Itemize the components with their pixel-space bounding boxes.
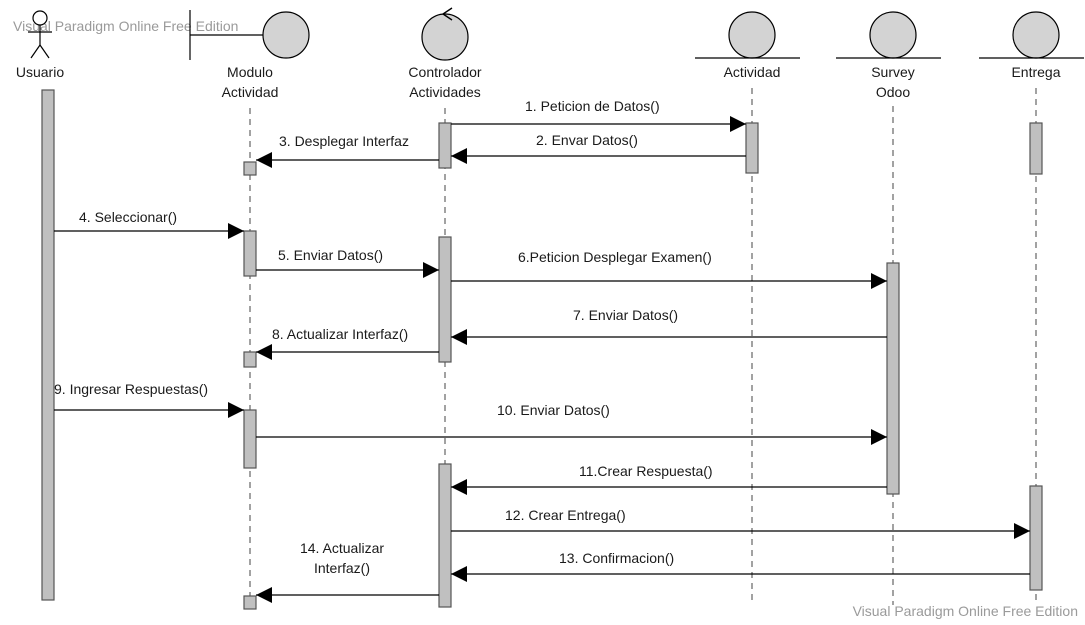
participant-label-entrega: Entrega	[1011, 64, 1060, 80]
message-label: 12. Crear Entrega()	[505, 507, 626, 523]
control-circle	[421, 13, 469, 61]
message-5: 5. Enviar Datos()	[256, 247, 439, 278]
boundary-icon	[189, 10, 310, 60]
activation-bar-controlador	[438, 463, 452, 608]
message-8: 8. Actualizar Interfaz()	[256, 326, 439, 360]
participant-label-modulo: Actividad	[222, 84, 279, 100]
entity-icon-entrega	[979, 11, 1084, 59]
entity-icon-actividad	[695, 11, 800, 59]
message-label: 7. Enviar Datos()	[573, 307, 678, 323]
message-label: 11.Crear Respuesta()	[579, 463, 713, 479]
participant-label-survey: Survey	[871, 64, 915, 80]
entity-icon-survey	[836, 11, 941, 59]
actor-head	[32, 10, 48, 26]
activation-bar-entrega	[1029, 122, 1043, 175]
message-label: 5. Enviar Datos()	[278, 247, 383, 263]
activation-bar-modulo	[243, 230, 257, 277]
participant-label-modulo: Modulo	[227, 64, 273, 80]
participant-label-survey: Odoo	[876, 84, 910, 100]
activation-bar-controlador	[438, 236, 452, 363]
message-2: 2. Envar Datos()	[451, 132, 746, 164]
participant-symbols	[28, 7, 1084, 61]
message-label: Interfaz()	[314, 560, 370, 576]
message-label: 1. Peticion de Datos()	[525, 98, 660, 114]
message-7: 7. Enviar Datos()	[451, 307, 887, 345]
message-label: 9. Ingresar Respuestas()	[54, 381, 208, 397]
message-label: 4. Seleccionar()	[79, 209, 177, 225]
activation-bar-entrega	[1029, 485, 1043, 591]
activation-bar-modulo	[243, 351, 257, 368]
participant-label-controlador: Controlador	[408, 64, 481, 80]
message-6: 6.Peticion Desplegar Examen()	[451, 249, 887, 289]
control-arrow	[441, 7, 453, 21]
entity-circle	[869, 11, 917, 59]
message-4: 4. Seleccionar()	[54, 209, 244, 239]
activation-bars	[41, 89, 1043, 610]
message-label: 14. Actualizar	[300, 540, 384, 556]
message-label: 8. Actualizar Interfaz()	[272, 326, 408, 342]
message-label: 6.Peticion Desplegar Examen()	[518, 249, 712, 265]
message-3: 3. Desplegar Interfaz	[256, 133, 439, 168]
actor-leg	[30, 44, 41, 59]
control-icon	[421, 7, 469, 61]
entity-circle	[1012, 11, 1060, 59]
activation-bar-modulo	[243, 409, 257, 469]
activation-bar-survey	[886, 262, 900, 495]
message-label: 13. Confirmacion()	[559, 550, 674, 566]
participant-label-actividad: Actividad	[724, 64, 781, 80]
message-label: 3. Desplegar Interfaz	[279, 133, 409, 149]
messages: 1. Peticion de Datos() 2. Envar Datos() 3.…	[54, 98, 1030, 603]
activation-bar-actividad	[745, 122, 759, 174]
watermark-bottom: Visual Paradigm Online Free Edition	[853, 603, 1078, 619]
entity-circle	[728, 11, 776, 59]
activation-bar-modulo	[243, 595, 257, 610]
lifelines	[249, 88, 1037, 605]
participant-label-usuario: Usuario	[16, 64, 64, 80]
message-label: 2. Envar Datos()	[536, 132, 638, 148]
message-9: 9. Ingresar Respuestas()	[54, 381, 244, 418]
message-11: 11.Crear Respuesta()	[451, 463, 887, 495]
watermark-top: Visual Paradigm Online Free Edition	[13, 18, 238, 34]
participant-label-controlador: Actividades	[409, 84, 481, 100]
actor-icon	[28, 10, 52, 59]
actor-leg	[39, 44, 50, 59]
message-12: 12. Crear Entrega()	[451, 507, 1030, 539]
activation-bar-usuario	[41, 89, 55, 601]
message-10: 10. Enviar Datos()	[256, 402, 887, 445]
activation-bar-controlador	[438, 122, 452, 169]
message-1: 1. Peticion de Datos()	[451, 98, 746, 132]
boundary-circle	[262, 11, 310, 59]
message-label: 10. Enviar Datos()	[497, 402, 610, 418]
activation-bar-modulo	[243, 161, 257, 176]
message-13: 13. Confirmacion()	[451, 550, 1030, 582]
